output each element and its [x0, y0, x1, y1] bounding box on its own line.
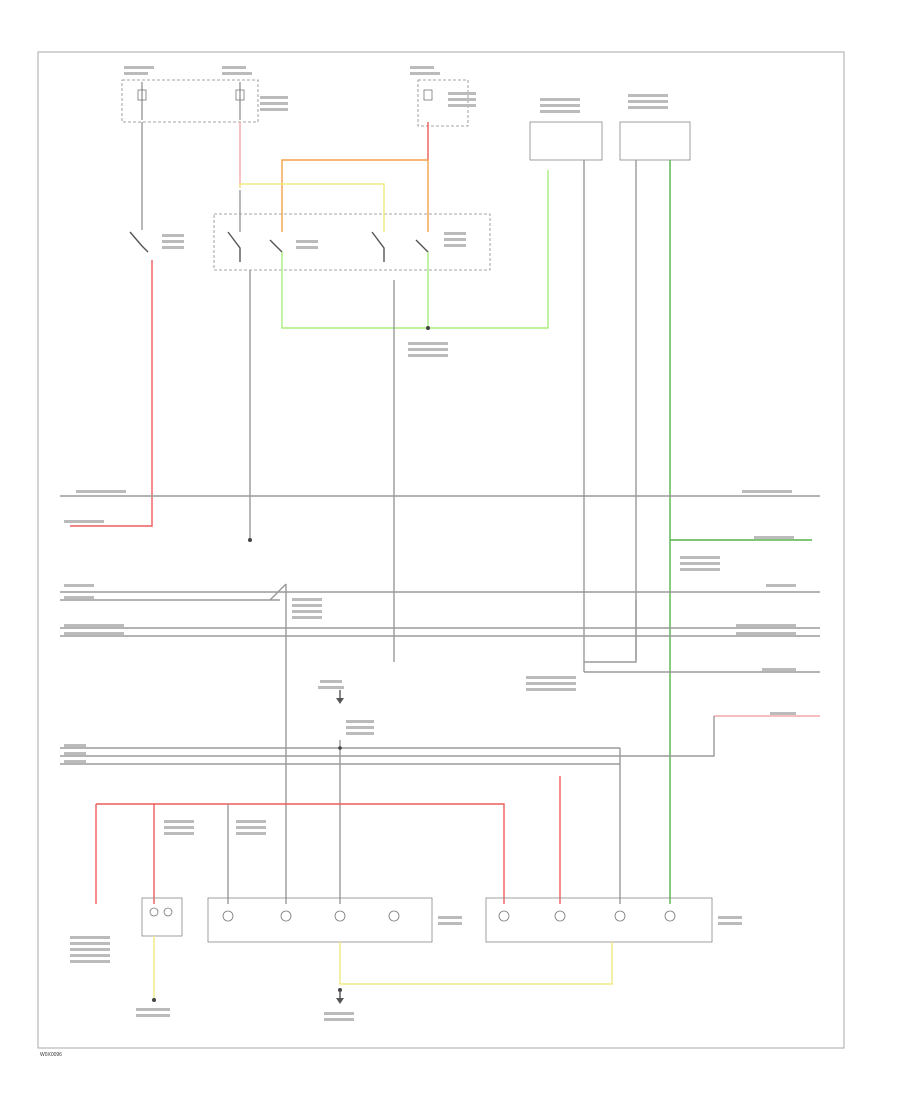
ground-symbol-bottom [336, 990, 344, 1004]
switch-contacts [129, 231, 429, 262]
fuse-box-center [417, 79, 469, 127]
right-lamp-group [485, 897, 713, 943]
module-box-1 [529, 121, 603, 161]
diagram-border [37, 51, 845, 1049]
left-lamp-group [207, 897, 433, 943]
label-marks [64, 66, 796, 1021]
switch-assembly [213, 213, 491, 271]
figure-id: W0X0096 [40, 1052, 62, 1058]
left-lamp-module [141, 897, 183, 937]
ground-symbol-mid [336, 690, 344, 904]
bus-lines [60, 495, 820, 765]
module-box-2 [619, 121, 691, 161]
fuse-box-left [121, 79, 259, 123]
